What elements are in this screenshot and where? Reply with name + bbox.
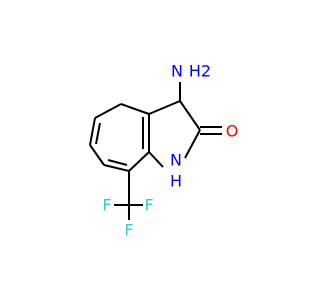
ring-n-label: N [170, 151, 182, 170]
bond-n1-c7a [148, 151, 164, 168]
double-bond-c4-c5-inner [95, 122, 101, 145]
fluorine-bottom-right-label: F [124, 221, 133, 240]
double-bond-c6-c7-inner [107, 159, 128, 166]
bond-c3a-c4 [94, 103, 122, 119]
bond-c3a-c3 [148, 100, 181, 115]
fluorine-bottom-left-label: F [102, 196, 111, 215]
molecule-structure: N H2 O N H F F F [89, 62, 239, 240]
bond-c4-c5 [89, 117, 96, 146]
carbonyl-o-label: O [226, 122, 239, 141]
carbonyl-bond [200, 126, 222, 135]
trifluoromethyl-group [114, 171, 143, 220]
ring-h-label: H [170, 172, 182, 191]
lactam-ring [148, 100, 201, 168]
benzene-ring [89, 103, 150, 172]
bond-c7-c7a [128, 151, 150, 172]
fluorine-top-label: F [144, 196, 153, 215]
bond-c3a-c4-link [120, 103, 150, 115]
bond-c5-c6 [89, 144, 105, 166]
bond-c3-c2 [179, 100, 201, 131]
bond-c2-n1 [184, 129, 201, 159]
amino-h2-label: H2 [189, 62, 211, 81]
amino-n-label: N [171, 62, 183, 81]
bond-c6-c7 [103, 164, 130, 172]
